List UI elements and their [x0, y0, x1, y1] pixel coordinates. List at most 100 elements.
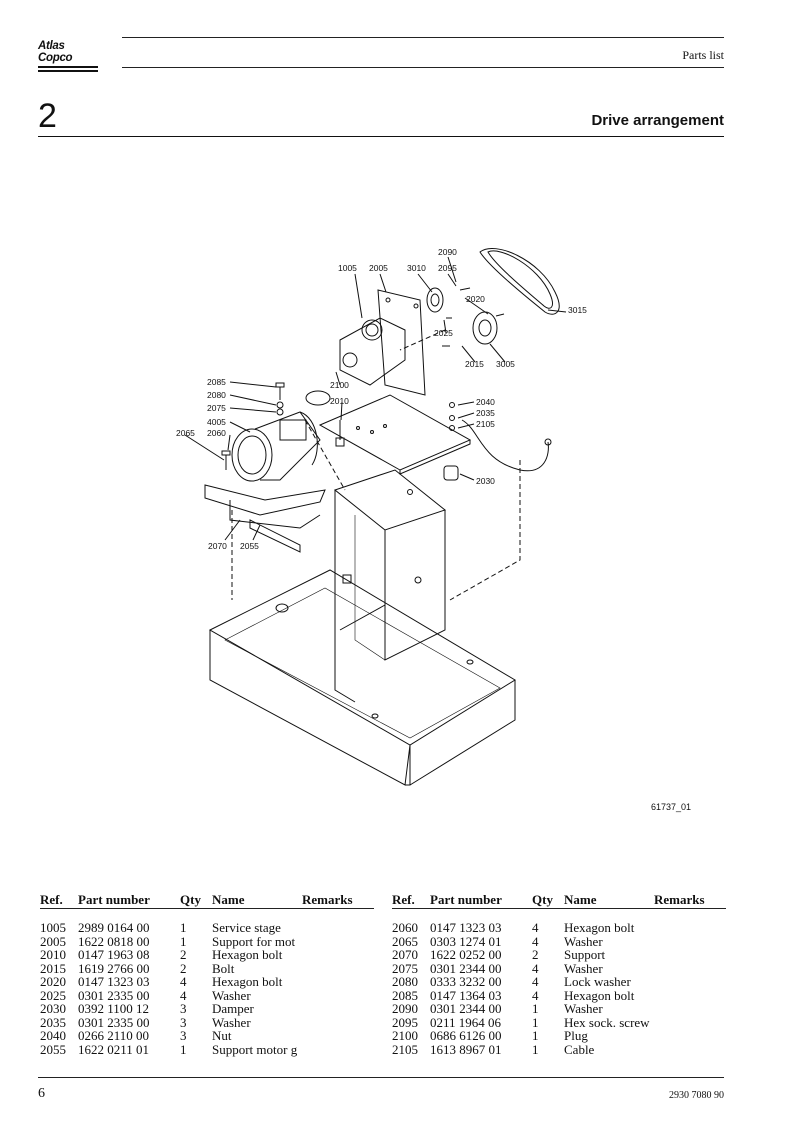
cell-remarks [654, 1002, 724, 1016]
cell-name: Cable [564, 1041, 595, 1057]
header-qty: Qty [180, 892, 201, 907]
cell-ref: 2075 [392, 960, 418, 976]
cell-name: Hex sock. screw [564, 1014, 650, 1030]
header-part-number: Part number [430, 892, 502, 907]
cell-qty: 2 [532, 947, 539, 962]
cell-qty: 1 [532, 1028, 539, 1043]
cell-remarks [302, 1016, 372, 1030]
header-name: Name [564, 892, 597, 907]
atlas-copco-logo: Atlas Copco [38, 40, 100, 72]
cell-ref: 2015 [40, 960, 66, 976]
cell-remarks [302, 948, 372, 962]
cell-qty: 3 [180, 1028, 187, 1043]
page-number: 6 [38, 1086, 45, 1101]
cell-ref: 2040 [40, 1028, 66, 1043]
cell-ref: 2085 [392, 987, 418, 1003]
cell-remarks [302, 1002, 372, 1016]
header-rule-top [122, 37, 724, 38]
cell-remarks [654, 1043, 724, 1057]
callout-2040: 2040 [476, 397, 495, 407]
cell-ref: 1005 [40, 920, 66, 935]
callout-2060: 2060 [207, 428, 226, 438]
cell-qty: 4 [532, 960, 539, 976]
cell-qty: 1 [180, 933, 187, 949]
cell-qty: 4 [532, 933, 539, 949]
header-qty: Qty [532, 892, 553, 907]
cell-name: Hexagon bolt [564, 920, 635, 935]
callout-2030: 2030 [476, 476, 495, 486]
cell-remarks [302, 935, 372, 949]
header-name: Name [212, 892, 245, 907]
cell-part-number: 0147 1963 08 [78, 947, 150, 962]
cell-part-number: 0147 1323 03 [430, 920, 502, 935]
cell-part-number: 1613 8967 01 [430, 1041, 502, 1057]
header-remarks: Remarks [654, 892, 705, 907]
cell-ref: 2090 [392, 1001, 418, 1016]
header-ref: Ref. [40, 892, 63, 907]
cell-part-number: 1619 2766 00 [78, 960, 150, 976]
chapter-number: 2 [38, 97, 57, 135]
cell-ref: 2070 [392, 947, 418, 962]
callout-3005: 3005 [496, 359, 515, 369]
chapter-title: Drive arrangement [591, 112, 724, 129]
cell-remarks [654, 989, 724, 1003]
cell-part-number: 0301 2335 00 [78, 987, 150, 1003]
document-number: 2930 7080 90 [669, 1090, 724, 1101]
cell-name: Plug [564, 1028, 588, 1043]
cell-qty: 4 [180, 974, 187, 989]
logo-text: Atlas Copco [38, 40, 73, 64]
callout-2010: 2010 [330, 396, 349, 406]
cell-qty: 2 [180, 960, 187, 976]
cell-qty: 2 [180, 947, 187, 962]
cell-qty: 1 [180, 1041, 187, 1057]
cell-qty: 4 [180, 987, 187, 1003]
cell-qty: 4 [532, 974, 539, 989]
cell-part-number: 0301 2335 00 [78, 1014, 150, 1030]
cell-qty: 1 [532, 1041, 539, 1057]
cell-ref: 2035 [40, 1014, 66, 1030]
cell-name: Lock washer [564, 974, 631, 989]
cell-remarks [302, 962, 372, 976]
cell-part-number: 0392 1100 12 [78, 1001, 150, 1016]
cell-part-number: 0211 1964 06 [430, 1014, 502, 1030]
callout-2005: 2005 [369, 263, 388, 273]
callout-4005: 4005 [207, 417, 226, 427]
title-rule [38, 136, 724, 137]
cell-name: Support [564, 947, 606, 962]
cell-part-number: 0686 6126 00 [430, 1028, 502, 1043]
callout-2095: 2095 [438, 263, 457, 273]
cell-name: Washer [212, 987, 251, 1003]
cell-remarks [654, 921, 724, 935]
callout-2105: 2105 [476, 419, 495, 429]
cell-remarks [654, 1029, 724, 1043]
cell-name: Washer [564, 1001, 603, 1016]
table-header: Ref. Part number Qty Name Remarks [40, 892, 376, 908]
cell-qty: 3 [180, 1001, 187, 1016]
cell-name: Washer [564, 933, 603, 949]
cell-name: Hexagon bolt [564, 987, 635, 1003]
cell-ref: 2005 [40, 933, 66, 949]
table-header: Ref. Part number Qty Name Remarks [392, 892, 728, 908]
callout-2015: 2015 [465, 359, 484, 369]
header-rule-bottom [122, 67, 724, 68]
callout-2070: 2070 [208, 541, 227, 551]
cell-name: Hexagon bolt [212, 947, 283, 962]
callout-2035: 2035 [476, 408, 495, 418]
cell-ref: 2055 [40, 1041, 66, 1057]
exploded-view-drawing: 1005 2005 3010 2090 2095 2020 3015 2025 … [176, 247, 587, 786]
cell-name: Washer [212, 1014, 251, 1030]
cell-part-number: 0266 2110 00 [78, 1028, 150, 1043]
